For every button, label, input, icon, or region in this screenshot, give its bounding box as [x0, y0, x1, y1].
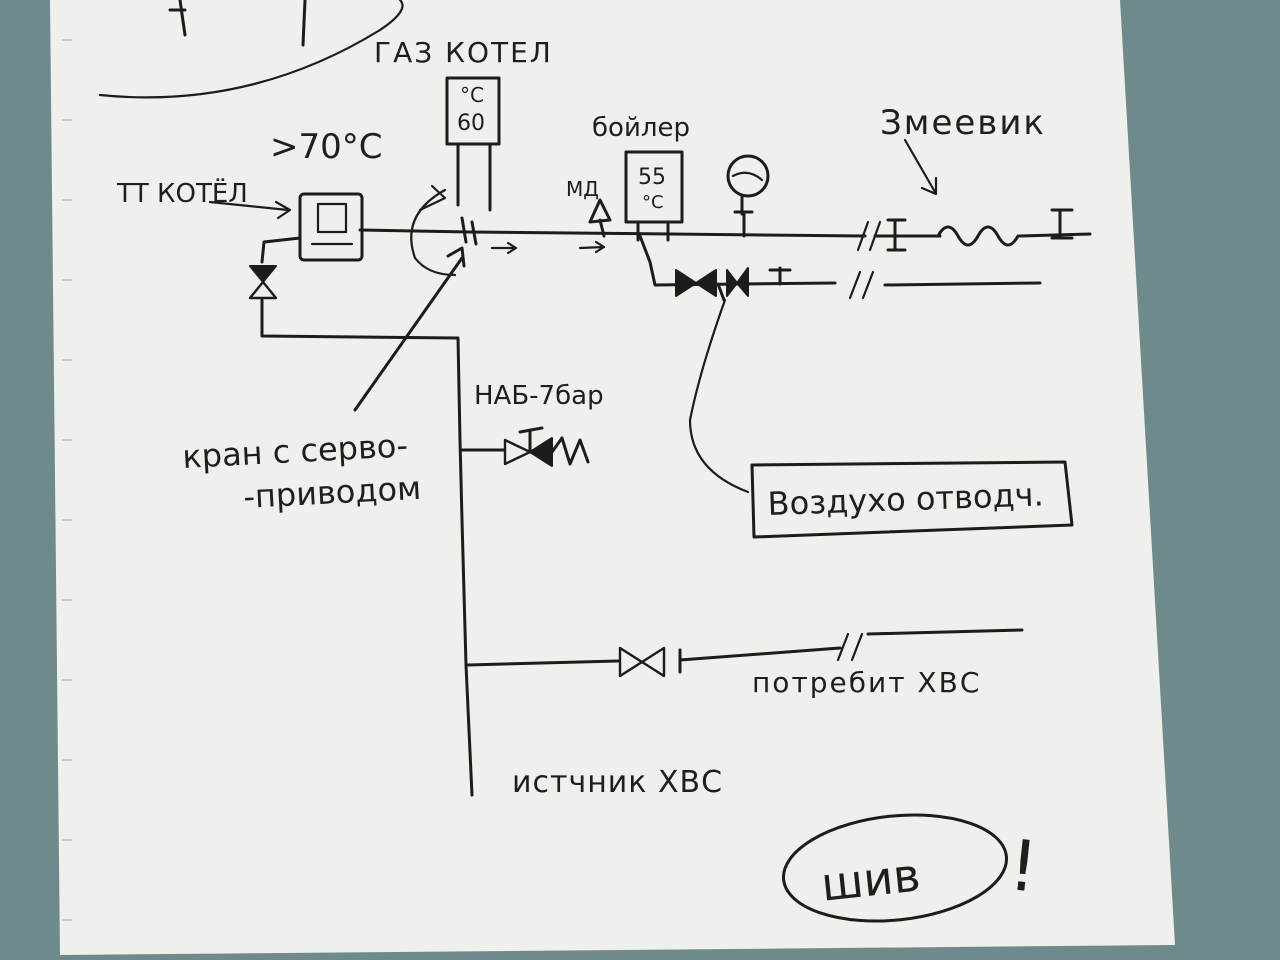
- expansion-tank: [726, 154, 770, 238]
- tee-fitting: [768, 266, 792, 286]
- return-valve-top: [249, 265, 277, 283]
- top-arc: [98, 0, 404, 99]
- safety-valve-spring: [518, 426, 590, 466]
- coil-fitting-right: [1050, 208, 1074, 240]
- circled-tag-text: шив: [819, 848, 923, 912]
- top-scribble: [168, 0, 307, 47]
- tag-ellipse: [781, 813, 1009, 923]
- pipe-break-mark: [856, 220, 882, 252]
- safety-valve-label: НАБ-7бар: [474, 381, 604, 411]
- consumer-valve-b: [640, 646, 666, 678]
- notebook-margin-marks: [62, 39, 72, 921]
- consumer-pipe: [678, 646, 842, 674]
- flow-arrow-2: [578, 240, 606, 254]
- consumer-valve-a: [618, 646, 644, 678]
- pipe-break-mark-3: [836, 632, 864, 662]
- return-loop: [260, 298, 462, 442]
- return-valve-bottom: [248, 280, 278, 300]
- boiler-return-up: [260, 236, 302, 264]
- valve-right-b: [736, 267, 749, 297]
- valve-left-b: [695, 269, 717, 297]
- coil-symbol: [903, 225, 1020, 247]
- water-heater-label: бойлер: [592, 113, 690, 143]
- coil-label: Змеевик: [880, 103, 1046, 143]
- servo-pointer: [353, 246, 466, 412]
- air-vent-pointer: [688, 298, 750, 494]
- flow-arrow-1: [490, 241, 518, 255]
- safety-valve-a: [503, 438, 532, 466]
- water-heater-temp: 55: [638, 165, 666, 190]
- servo-valve-label-line2: -приводом: [242, 469, 422, 516]
- gas-boiler: [445, 76, 501, 212]
- servo-arc-head: [418, 184, 447, 212]
- gas-boiler-unit: °C: [460, 83, 484, 107]
- servo-arc: [410, 188, 457, 277]
- air-vent-box: [750, 460, 1074, 539]
- pipe-break-mark-2: [848, 270, 875, 300]
- valve-right-a: [726, 269, 738, 297]
- coil-fitting-left: [886, 218, 907, 252]
- solid-fuel-boiler: [298, 192, 364, 262]
- heater-valve: [588, 198, 612, 238]
- cold-water-trunk: [458, 438, 474, 797]
- consumer-pipe-end: [866, 628, 1024, 636]
- solid-fuel-boiler-label: ТТ КОТЁЛ: [116, 177, 248, 209]
- supply-pipe: [358, 228, 867, 238]
- valve-stem: [716, 282, 726, 302]
- water-heater-unit: °C: [642, 192, 664, 213]
- coil-arrow: [903, 138, 938, 196]
- solid-boiler-arrow: [208, 200, 292, 220]
- cold-water-consumers-label: потребит ХВС: [752, 666, 981, 699]
- return-pipe-end: [883, 281, 1042, 287]
- water-heater: [624, 150, 684, 242]
- servo-valve-stem: [460, 216, 478, 246]
- heater-valve-tag: МД: [566, 177, 599, 201]
- solid-fuel-temp: >70°C: [270, 127, 383, 167]
- gas-boiler-label: ГАЗ КОТЕЛ: [374, 36, 553, 69]
- cold-water-source-label: истчник ХВС: [512, 765, 723, 800]
- gas-boiler-temp: 60: [457, 111, 485, 136]
- valve-left-a: [675, 269, 697, 297]
- consumer-branch: [466, 659, 620, 667]
